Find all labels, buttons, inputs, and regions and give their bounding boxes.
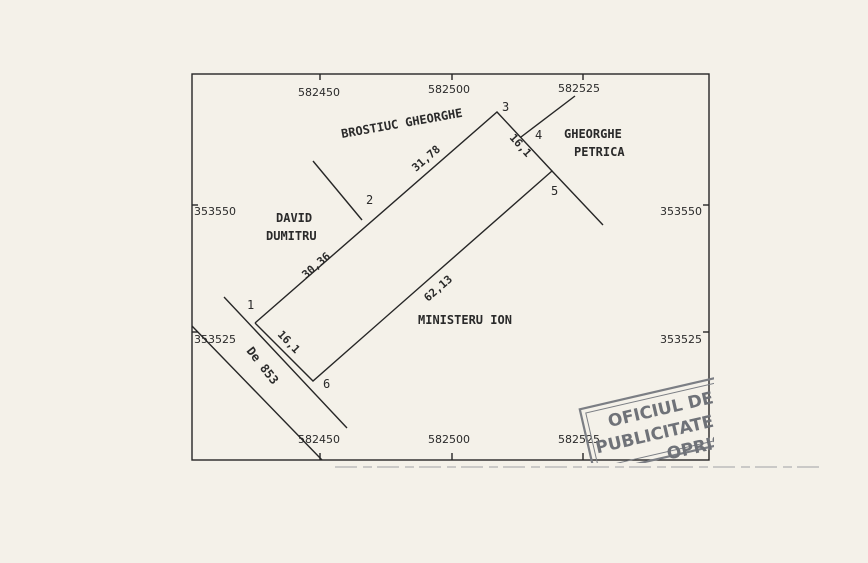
coord-x-bottom-3: 582525	[558, 433, 600, 446]
neighbour-northeast-line2: PETRICA	[574, 145, 625, 159]
coord-x-top-1: 582450	[298, 86, 340, 99]
neighbour-west-line2: DUMITRU	[266, 229, 317, 243]
coord-y-left-1: 353550	[194, 205, 236, 218]
boundary-gheorghe-ministeru	[551, 170, 604, 226]
coord-x-bottom-2: 582500	[428, 433, 470, 446]
vertex-5: 5	[551, 184, 558, 198]
coord-y-right-2: 353525	[660, 333, 702, 346]
vertex-3: 3	[502, 100, 509, 114]
road-label: De 853	[244, 344, 282, 387]
scan-crop-right	[714, 370, 868, 480]
neighbour-north: BROSTIUC GHEORGHE	[340, 106, 463, 141]
parcel-boundary	[254, 111, 554, 382]
neighbour-northeast-line1: GHEORGHE	[564, 127, 622, 141]
road-boundary-outer	[191, 325, 323, 461]
road-boundary-inner	[223, 296, 348, 429]
map-frame	[191, 73, 710, 461]
segment-length-5-6: 62,13	[421, 273, 455, 305]
vertex-4: 4	[535, 128, 542, 142]
segment-length-2-3: 31,78	[409, 143, 443, 175]
coord-y-left-2: 353525	[194, 333, 236, 346]
coord-x-bottom-1: 582450	[298, 433, 340, 446]
vertex-6: 6	[323, 377, 330, 391]
segment-length-3-5: 16,1	[507, 131, 535, 160]
segment-length-6-1: 16,1	[275, 328, 303, 356]
scan-crop-bottom	[580, 463, 740, 493]
neighbour-west-line1: DAVID	[276, 211, 312, 225]
boundary-david-brostiuc	[312, 160, 363, 221]
vertex-1: 1	[247, 298, 254, 312]
coord-x-top-3: 582525	[558, 82, 600, 95]
vertex-2: 2	[366, 193, 373, 207]
coord-y-right-1: 353550	[660, 205, 702, 218]
parcel-owner: MINISTERU ION	[418, 313, 512, 327]
coord-x-top-2: 582500	[428, 83, 470, 96]
segment-length-1-2: 30,36	[299, 249, 333, 281]
boundary-brostiuc-gheorghe	[520, 95, 576, 138]
